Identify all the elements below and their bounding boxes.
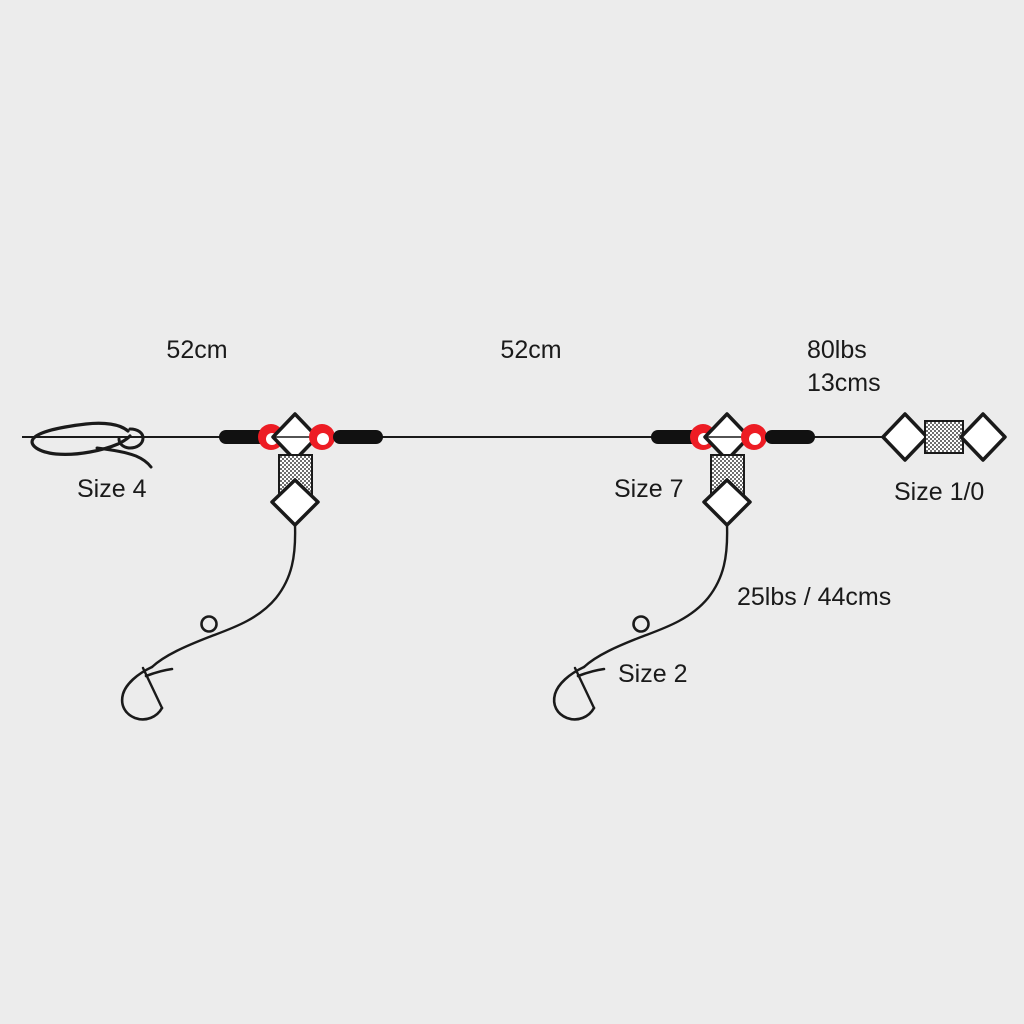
- hook-lower-group: [552, 523, 729, 721]
- terminal-swivel-group: [881, 412, 1007, 462]
- label-segment-left-length: 52cm: [166, 336, 227, 364]
- terminal-swivel-diamond-left: [881, 412, 929, 462]
- hook-barb-lower: [576, 667, 606, 678]
- black-sleeve-right-1: [651, 430, 701, 444]
- snood-assembly-left: [219, 412, 383, 527]
- hook-eye-left: [200, 615, 218, 633]
- end-loop-knot: [30, 421, 153, 469]
- label-hook-right-size: Size 1/0: [894, 478, 984, 506]
- loop-tag-end: [95, 446, 153, 469]
- loop-eye: [117, 427, 145, 450]
- terminal-swivel-diamond-right: [959, 412, 1007, 462]
- hook-bend-left: [120, 665, 164, 721]
- label-mainline-spec-strength: 80lbs: [807, 336, 867, 364]
- label-snood-spec: 25lbs / 44cms: [737, 583, 891, 611]
- red-bead-left-2: [309, 424, 335, 450]
- black-sleeve-left-1: [219, 430, 269, 444]
- snood-line-lower: [582, 523, 729, 669]
- hook-left-group: [120, 523, 297, 721]
- label-segment-right-length: 52cm: [500, 336, 561, 364]
- snood-line-left: [150, 523, 297, 669]
- black-sleeve-left-2: [333, 430, 383, 444]
- label-hook-lower-size: Size 2: [618, 660, 687, 688]
- inline-swivel-right: [703, 412, 751, 462]
- black-sleeve-right-2: [765, 430, 815, 444]
- snood-assembly-right: [651, 412, 815, 527]
- terminal-swivel-barrel: [924, 420, 964, 454]
- hook-barb-left: [144, 667, 174, 678]
- red-bead-right-2: [741, 424, 767, 450]
- hook-eye-lower: [632, 615, 650, 633]
- label-hook-left-size: Size 4: [77, 475, 147, 503]
- label-hook-mid-size: Size 7: [614, 475, 683, 503]
- label-mainline-spec-length: 13cms: [807, 369, 881, 397]
- hook-bend-lower: [552, 665, 596, 721]
